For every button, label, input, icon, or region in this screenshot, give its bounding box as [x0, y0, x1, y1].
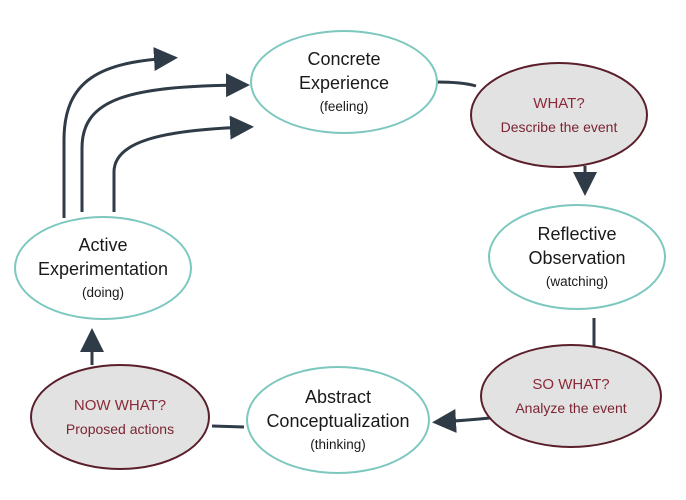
arrow-active-to-concrete-inner [112, 115, 254, 212]
arrow-concrete-to-what [435, 80, 477, 88]
active-line1: Active [78, 235, 128, 255]
now-what-sub: Proposed actions [65, 421, 175, 437]
reflective-line1: Reflective [537, 224, 617, 244]
what-sub: Describe the event [500, 119, 618, 135]
arrow-active-to-concrete-outer [62, 47, 178, 218]
concrete-line2: Experience [298, 73, 390, 93]
concrete-sub: (feeling) [319, 99, 369, 114]
so-what-node: SO WHAT? Analyze the event [480, 344, 662, 448]
what-node: WHAT? Describe the event [470, 62, 648, 168]
active-line2: Experimentation [37, 259, 169, 279]
arrow-active-to-concrete-middle [80, 73, 250, 212]
active-sub: (doing) [81, 285, 125, 300]
abstract-line1: Abstract [304, 387, 372, 407]
so-what-sub: Analyze the event [515, 400, 627, 416]
arrow-sowhat-to-abstract [432, 409, 491, 433]
abstract-conceptualization-node: Abstract Conceptualization (thinking) [246, 366, 430, 474]
concrete-line1: Concrete [307, 49, 381, 69]
abstract-sub: (thinking) [310, 437, 366, 452]
arrow-abstract-to-nowwhat [211, 424, 245, 429]
abstract-line2: Conceptualization [266, 411, 410, 431]
so-what-title: SO WHAT? [532, 376, 610, 393]
active-experimentation-node: Active Experimentation (doing) [14, 216, 192, 320]
what-title: WHAT? [533, 95, 585, 112]
concrete-experience-node: Concrete Experience (feeling) [250, 30, 438, 134]
reflective-line2: Observation [528, 248, 626, 268]
now-what-node: NOW WHAT? Proposed actions [30, 364, 210, 470]
now-what-title: NOW WHAT? [73, 397, 167, 414]
reflective-observation-node: Reflective Observation (watching) [488, 204, 666, 310]
reflective-sub: (watching) [545, 274, 609, 289]
